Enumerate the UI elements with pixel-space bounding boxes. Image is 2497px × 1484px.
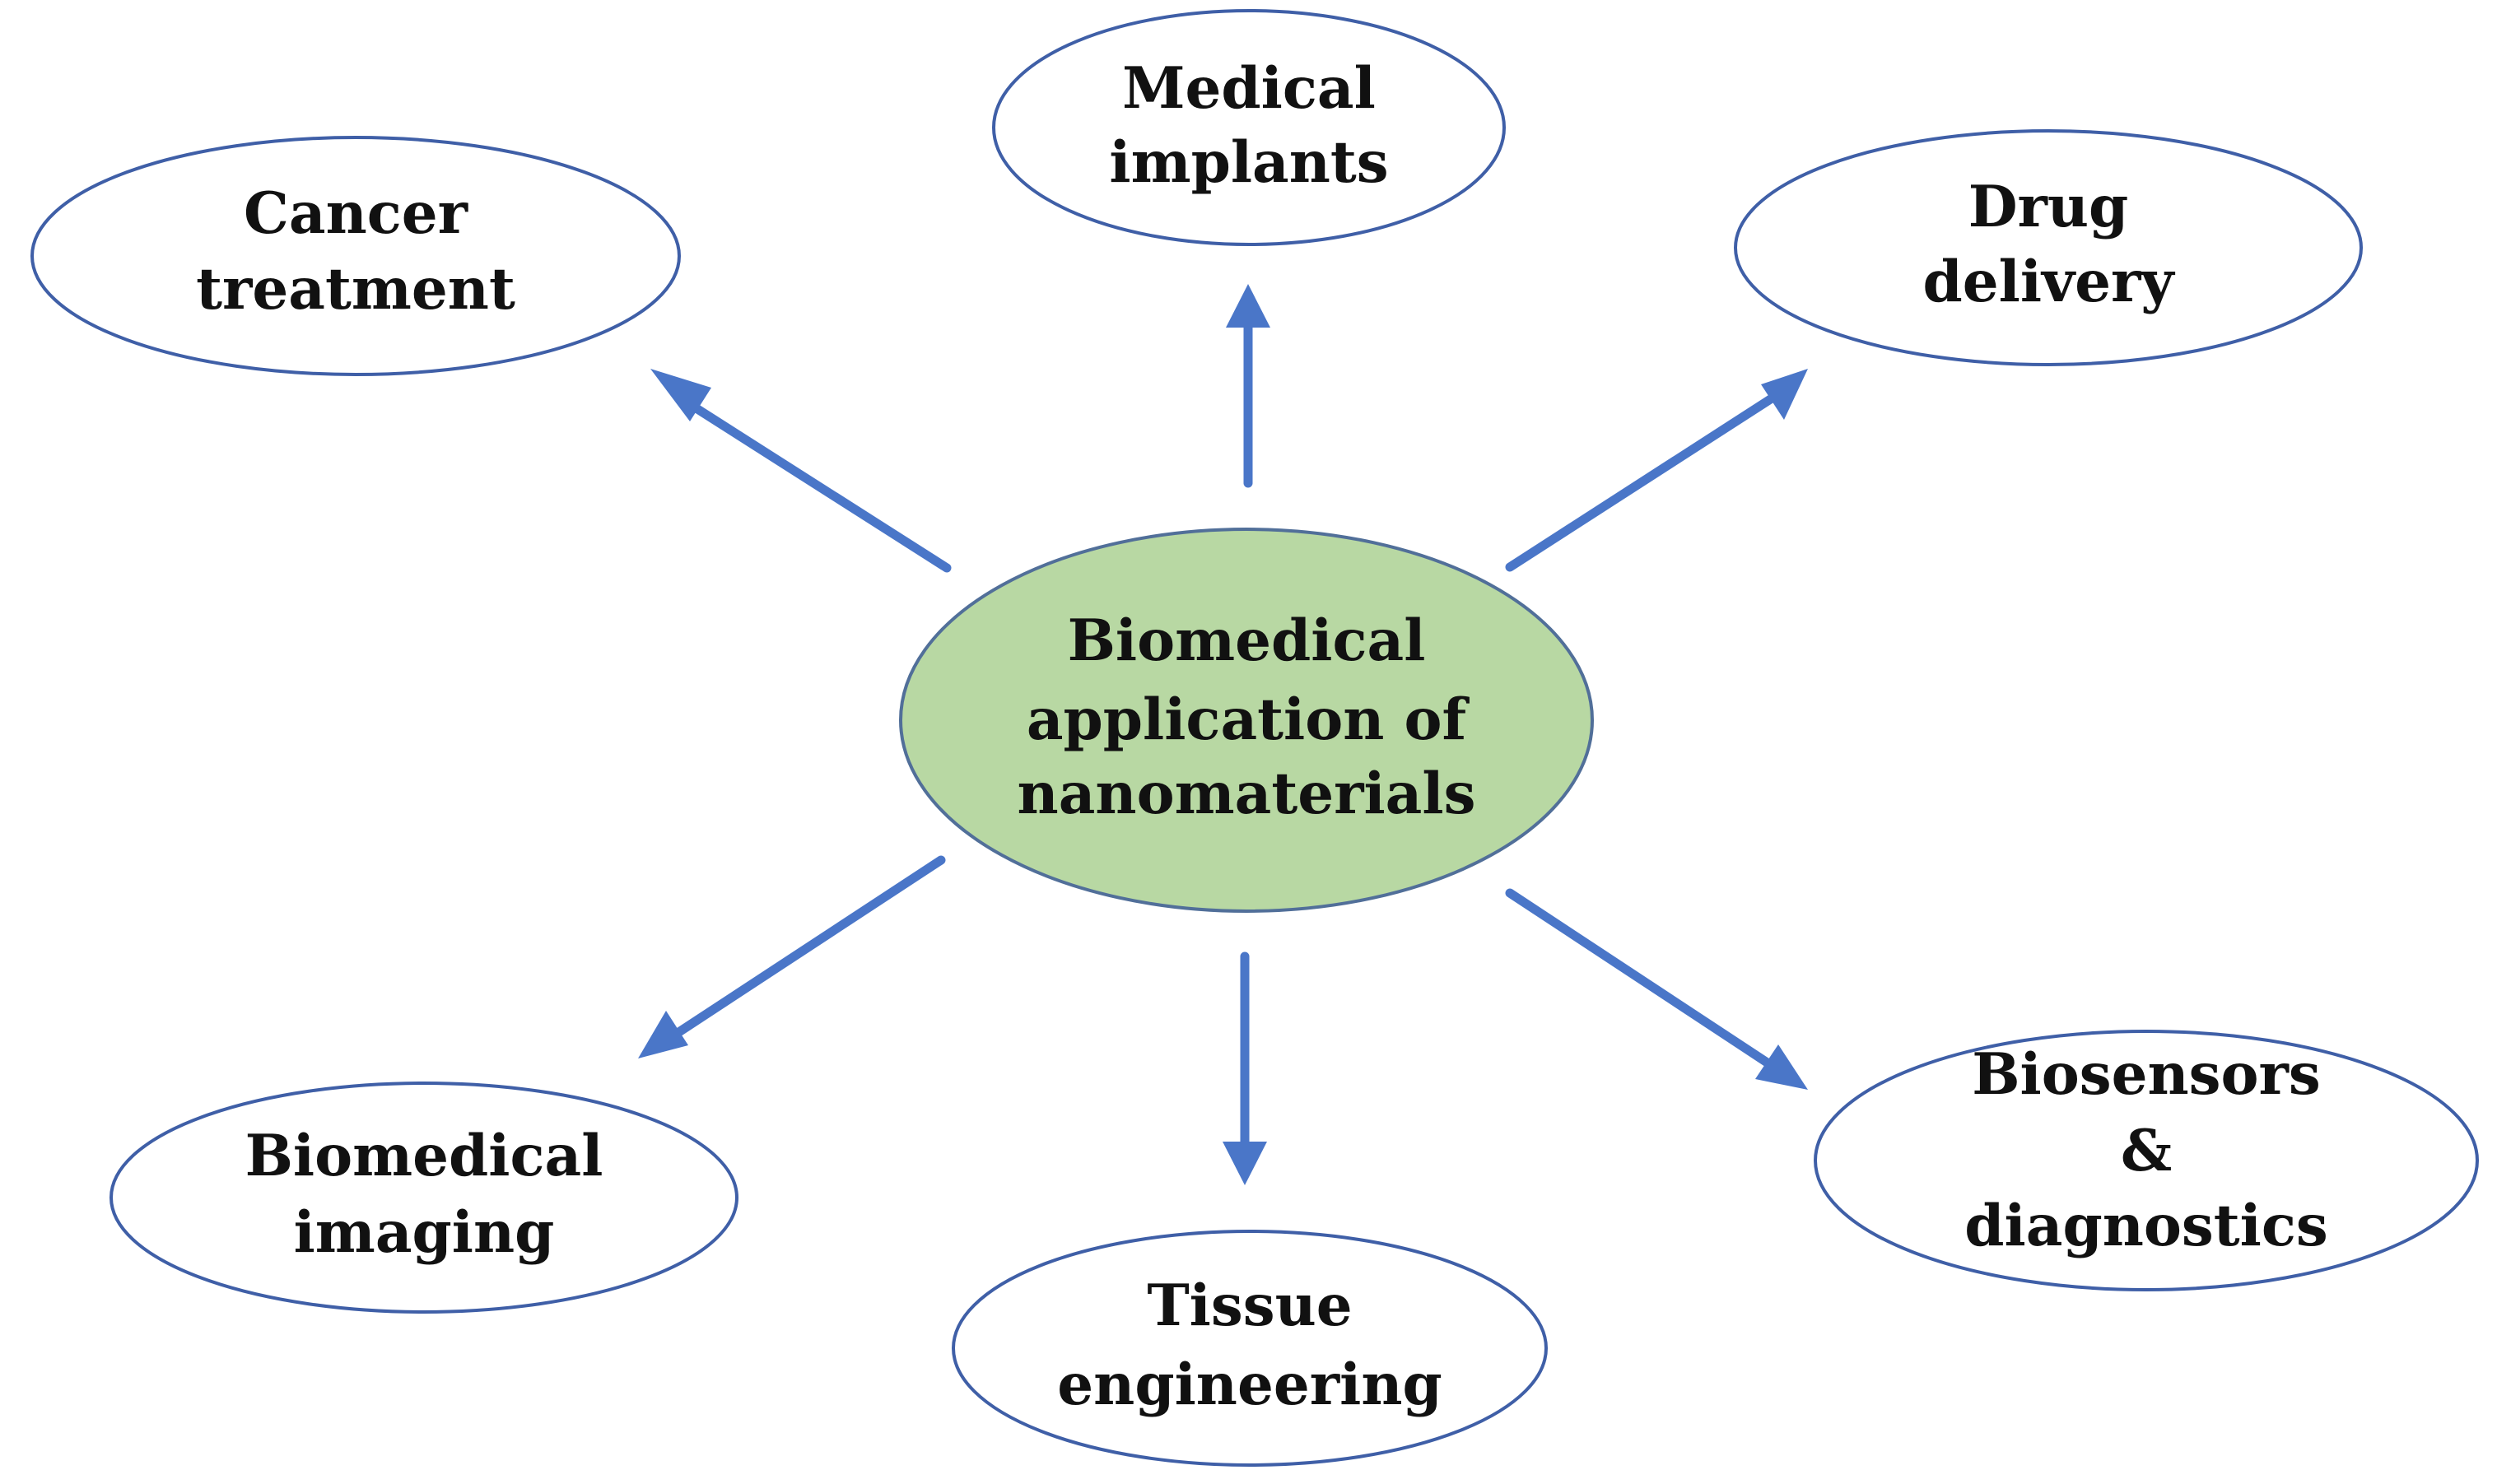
center-label-line-3: nanomaterials xyxy=(1018,761,1476,827)
node-cancer-treatment-line-1: Cancer xyxy=(244,180,469,247)
node-biosensors-diagnostics-ellipse xyxy=(1814,1030,2479,1291)
arrow-to-tissue-engineering xyxy=(1223,951,1267,1185)
node-biosensors-diagnostics-line-1: Biosensors xyxy=(1972,1041,2321,1108)
node-biosensors-diagnostics-line-3: diagnostics xyxy=(1964,1193,2327,1259)
arrow-to-cancer-treatment xyxy=(650,369,952,573)
node-biomedical-imaging-ellipse xyxy=(109,1082,738,1314)
node-biosensors-diagnostics-line-2: & xyxy=(2121,1118,2172,1184)
node-tissue-engineering-ellipse xyxy=(952,1230,1548,1467)
center-label-line-2: application of xyxy=(1027,686,1470,753)
node-tissue-engineering: Tissue engineering xyxy=(952,1230,1548,1467)
node-medical-implants-line-2: implants xyxy=(1109,129,1388,196)
node-drug-delivery: Drug delivery xyxy=(1734,129,2363,366)
node-medical-implants-ellipse xyxy=(992,9,1506,246)
node-biomedical-imaging-line-1: Biomedical xyxy=(245,1123,603,1189)
arrow-to-medical-implants xyxy=(1226,284,1270,488)
node-medical-implants: Medical implants xyxy=(992,9,1506,246)
arrow-to-biomedical-imaging xyxy=(638,855,946,1058)
node-biosensors-diagnostics: Biosensors & diagnostics xyxy=(1814,1030,2479,1291)
node-biomedical-imaging: Biomedical imaging xyxy=(109,1082,738,1314)
node-drug-delivery-line-1: Drug xyxy=(1968,174,2129,240)
center-ellipse xyxy=(899,528,1594,913)
node-cancer-treatment: Cancer treatment xyxy=(30,136,681,376)
node-drug-delivery-ellipse xyxy=(1734,129,2363,366)
arrow-to-drug-delivery xyxy=(1505,369,1808,572)
node-tissue-engineering-line-1: Tissue xyxy=(1147,1272,1352,1339)
node-cancer-treatment-ellipse xyxy=(30,136,681,376)
node-medical-implants-line-1: Medical xyxy=(1122,55,1376,122)
center-node: Biomedical application of nanomaterials xyxy=(899,528,1594,913)
node-cancer-treatment-line-2: treatment xyxy=(196,256,515,323)
node-biomedical-imaging-line-2: imaging xyxy=(294,1199,555,1266)
center-label-line-1: Biomedical xyxy=(1068,607,1426,674)
node-drug-delivery-line-2: delivery xyxy=(1922,249,2175,315)
node-tissue-engineering-line-2: engineering xyxy=(1057,1351,1442,1418)
arrow-to-biosensors xyxy=(1505,888,1808,1090)
